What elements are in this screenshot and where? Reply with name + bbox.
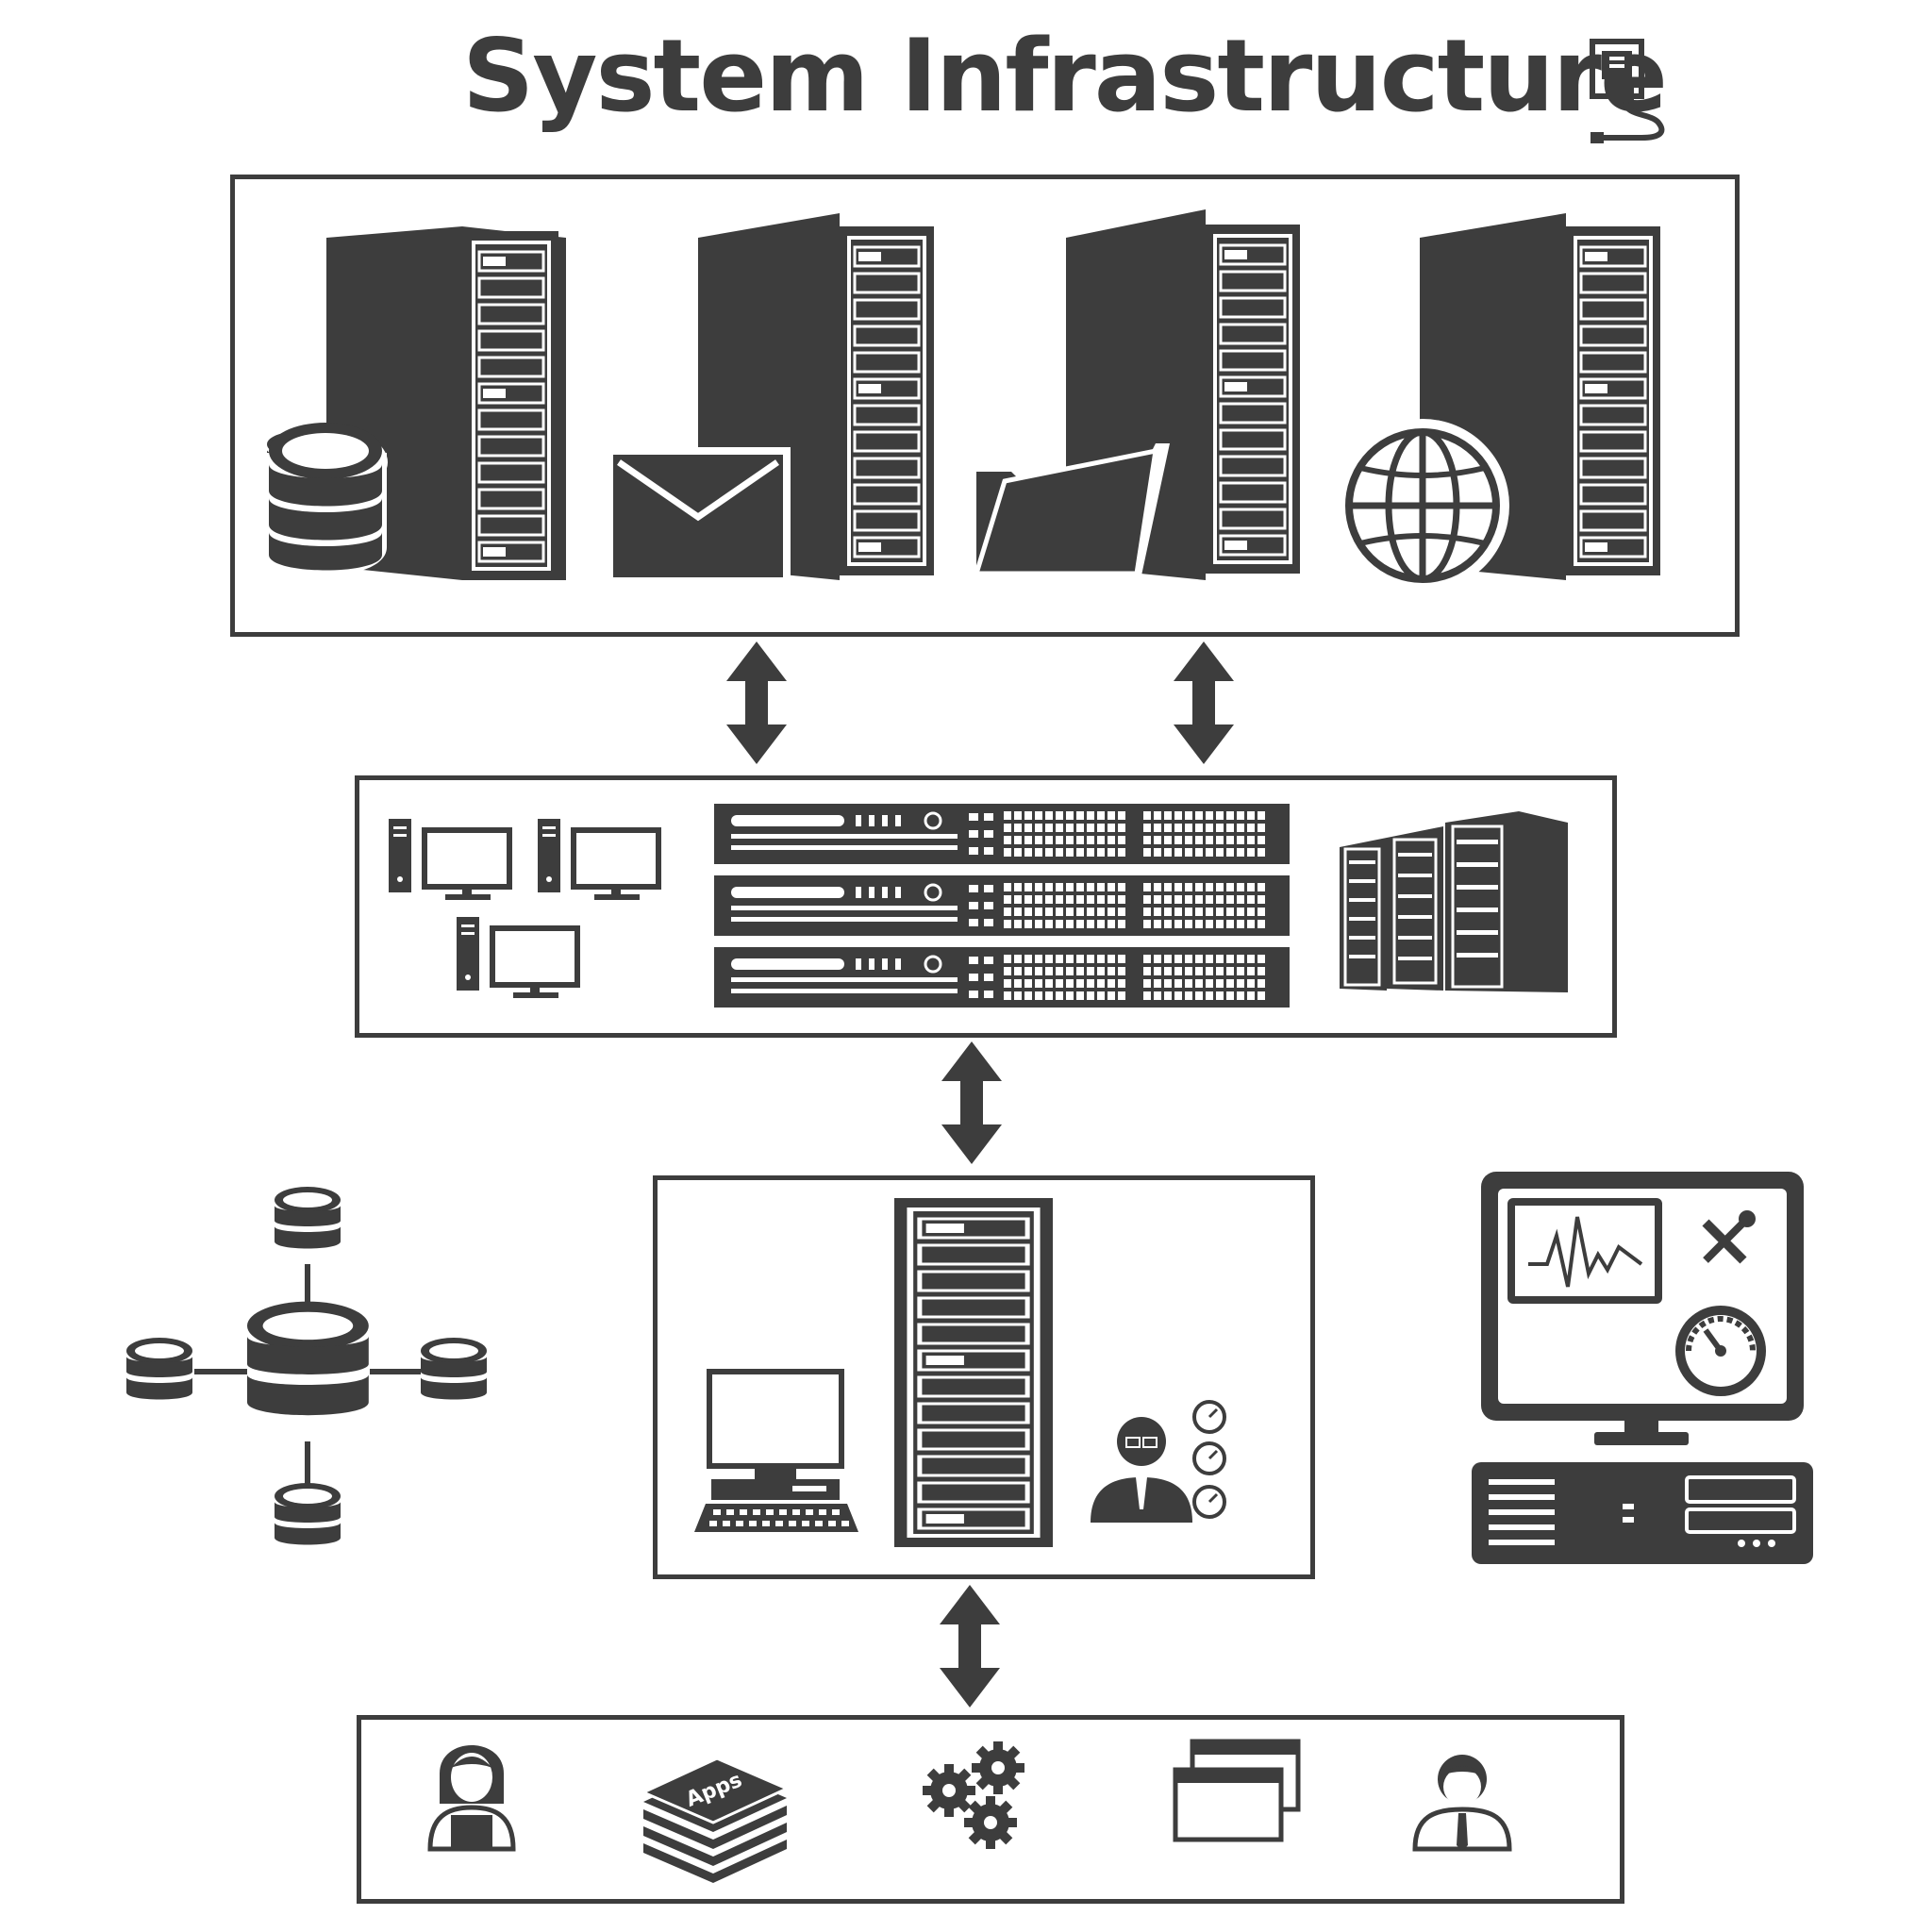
globe-icon (1336, 419, 1509, 592)
rack-unit (712, 945, 1291, 1009)
rack-unit (712, 802, 1291, 866)
tools-icon (1702, 1210, 1756, 1264)
admin-user-icon (1091, 1417, 1192, 1523)
workstation-icon (457, 917, 577, 998)
network-cable-icon (1590, 39, 1665, 143)
female-user-icon (427, 1745, 516, 1852)
gears-icon (923, 1741, 1024, 1849)
gauge-icon (1192, 1400, 1226, 1519)
mail-icon (606, 447, 791, 585)
page-title: System Infrastructure (462, 18, 1668, 134)
desktop-computer-icon (694, 1369, 858, 1532)
top-server-group-4 (1336, 213, 1662, 592)
rack-server-icon (712, 802, 1291, 1009)
server-cluster-icon (1340, 811, 1568, 992)
speedometer-icon (1675, 1306, 1766, 1396)
bidirectional-arrow-icon (941, 1041, 1002, 1164)
database-network-icon (126, 1187, 487, 1545)
workstation-icon (538, 819, 658, 900)
apps-stack-icon: Apps (640, 1757, 791, 1883)
bidirectional-arrow-icon (1174, 641, 1234, 764)
server-tower-icon (894, 1198, 1053, 1547)
folder-icon (967, 443, 1170, 576)
windows-icon (1173, 1739, 1301, 1842)
workstation-icon (389, 819, 509, 900)
monitoring-computer-icon (1472, 1172, 1813, 1564)
bidirectional-arrow-icon (726, 641, 787, 764)
top-server-group-3 (967, 209, 1302, 580)
male-user-icon (1412, 1755, 1512, 1852)
database-icon (264, 423, 387, 575)
rack-unit (712, 874, 1291, 938)
top-server-group-2 (606, 213, 936, 585)
bidirectional-arrow-icon (940, 1585, 1000, 1707)
